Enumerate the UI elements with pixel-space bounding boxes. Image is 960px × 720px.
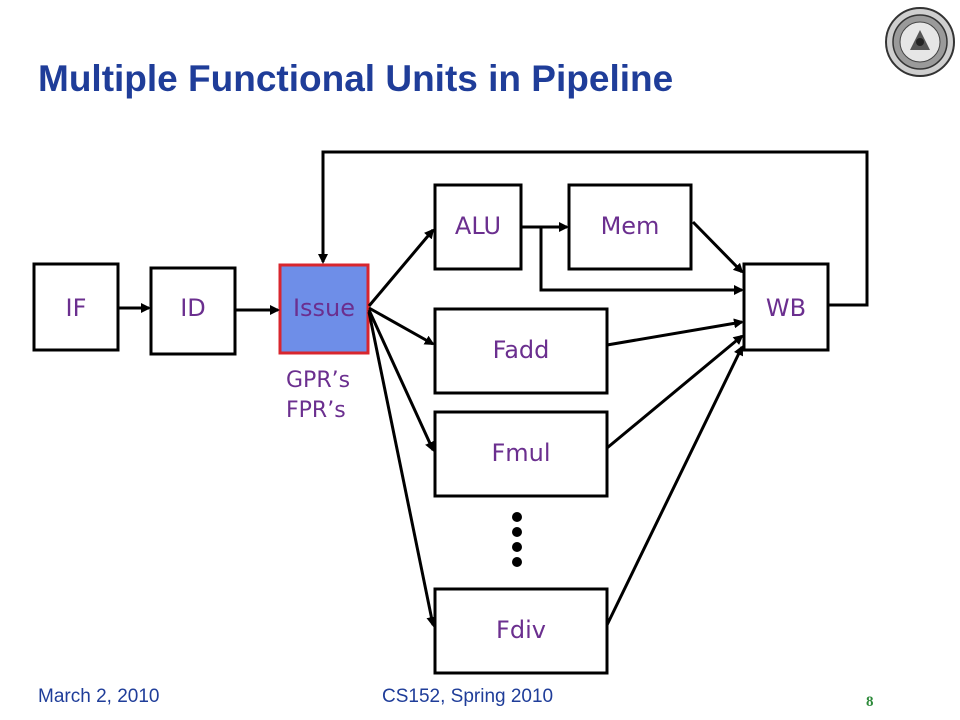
arrow-issue-alu [367, 228, 435, 307]
box-alu-label: ALU [455, 212, 501, 240]
arrow-fdiv-wb [605, 345, 744, 626]
box-issue: Issue [278, 263, 370, 355]
slide-title: Multiple Functional Units in Pipeline [38, 58, 674, 99]
box-wb: WB [742, 262, 830, 352]
page-number: 8 [866, 694, 874, 710]
box-fmul: Fmul [433, 410, 609, 498]
ellipsis-dots [512, 512, 522, 567]
arrow-alu-wb [539, 227, 744, 295]
footer-date: March 2, 2010 [38, 686, 160, 707]
pipeline-arrows [118, 150, 869, 627]
box-fmul-label: Fmul [491, 439, 550, 467]
box-id: ID [149, 266, 237, 356]
arrow-fmul-wb [606, 334, 744, 450]
box-alu: ALU [433, 183, 523, 271]
arrow-issue-fadd [368, 306, 435, 346]
arrow-mem-wb [691, 220, 744, 274]
arrow-wb-issue-feedback [318, 150, 869, 307]
university-seal-icon [885, 7, 955, 77]
footer-course: CS152, Spring 2010 [382, 686, 554, 707]
box-mem: Mem [567, 183, 693, 271]
arrow-issue-fmul [367, 309, 435, 452]
arrow-issue-fdiv [367, 311, 437, 627]
box-id-label: ID [180, 294, 206, 322]
box-fdiv: Fdiv [433, 587, 609, 675]
box-fdiv-label: Fdiv [496, 616, 546, 644]
box-wb-label: WB [766, 294, 806, 322]
box-fadd: Fadd [433, 307, 609, 395]
box-fadd-label: Fadd [493, 336, 550, 364]
register-files: GPR’s FPR’s [286, 366, 350, 426]
box-if-label: IF [66, 294, 87, 322]
arrow-fadd-wb [606, 318, 744, 347]
fpr-label: FPR’s [286, 398, 346, 423]
box-if: IF [32, 262, 120, 352]
box-issue-label: Issue [293, 294, 355, 322]
box-mem-label: Mem [601, 212, 660, 240]
gpr-label: GPR’s [286, 368, 351, 393]
